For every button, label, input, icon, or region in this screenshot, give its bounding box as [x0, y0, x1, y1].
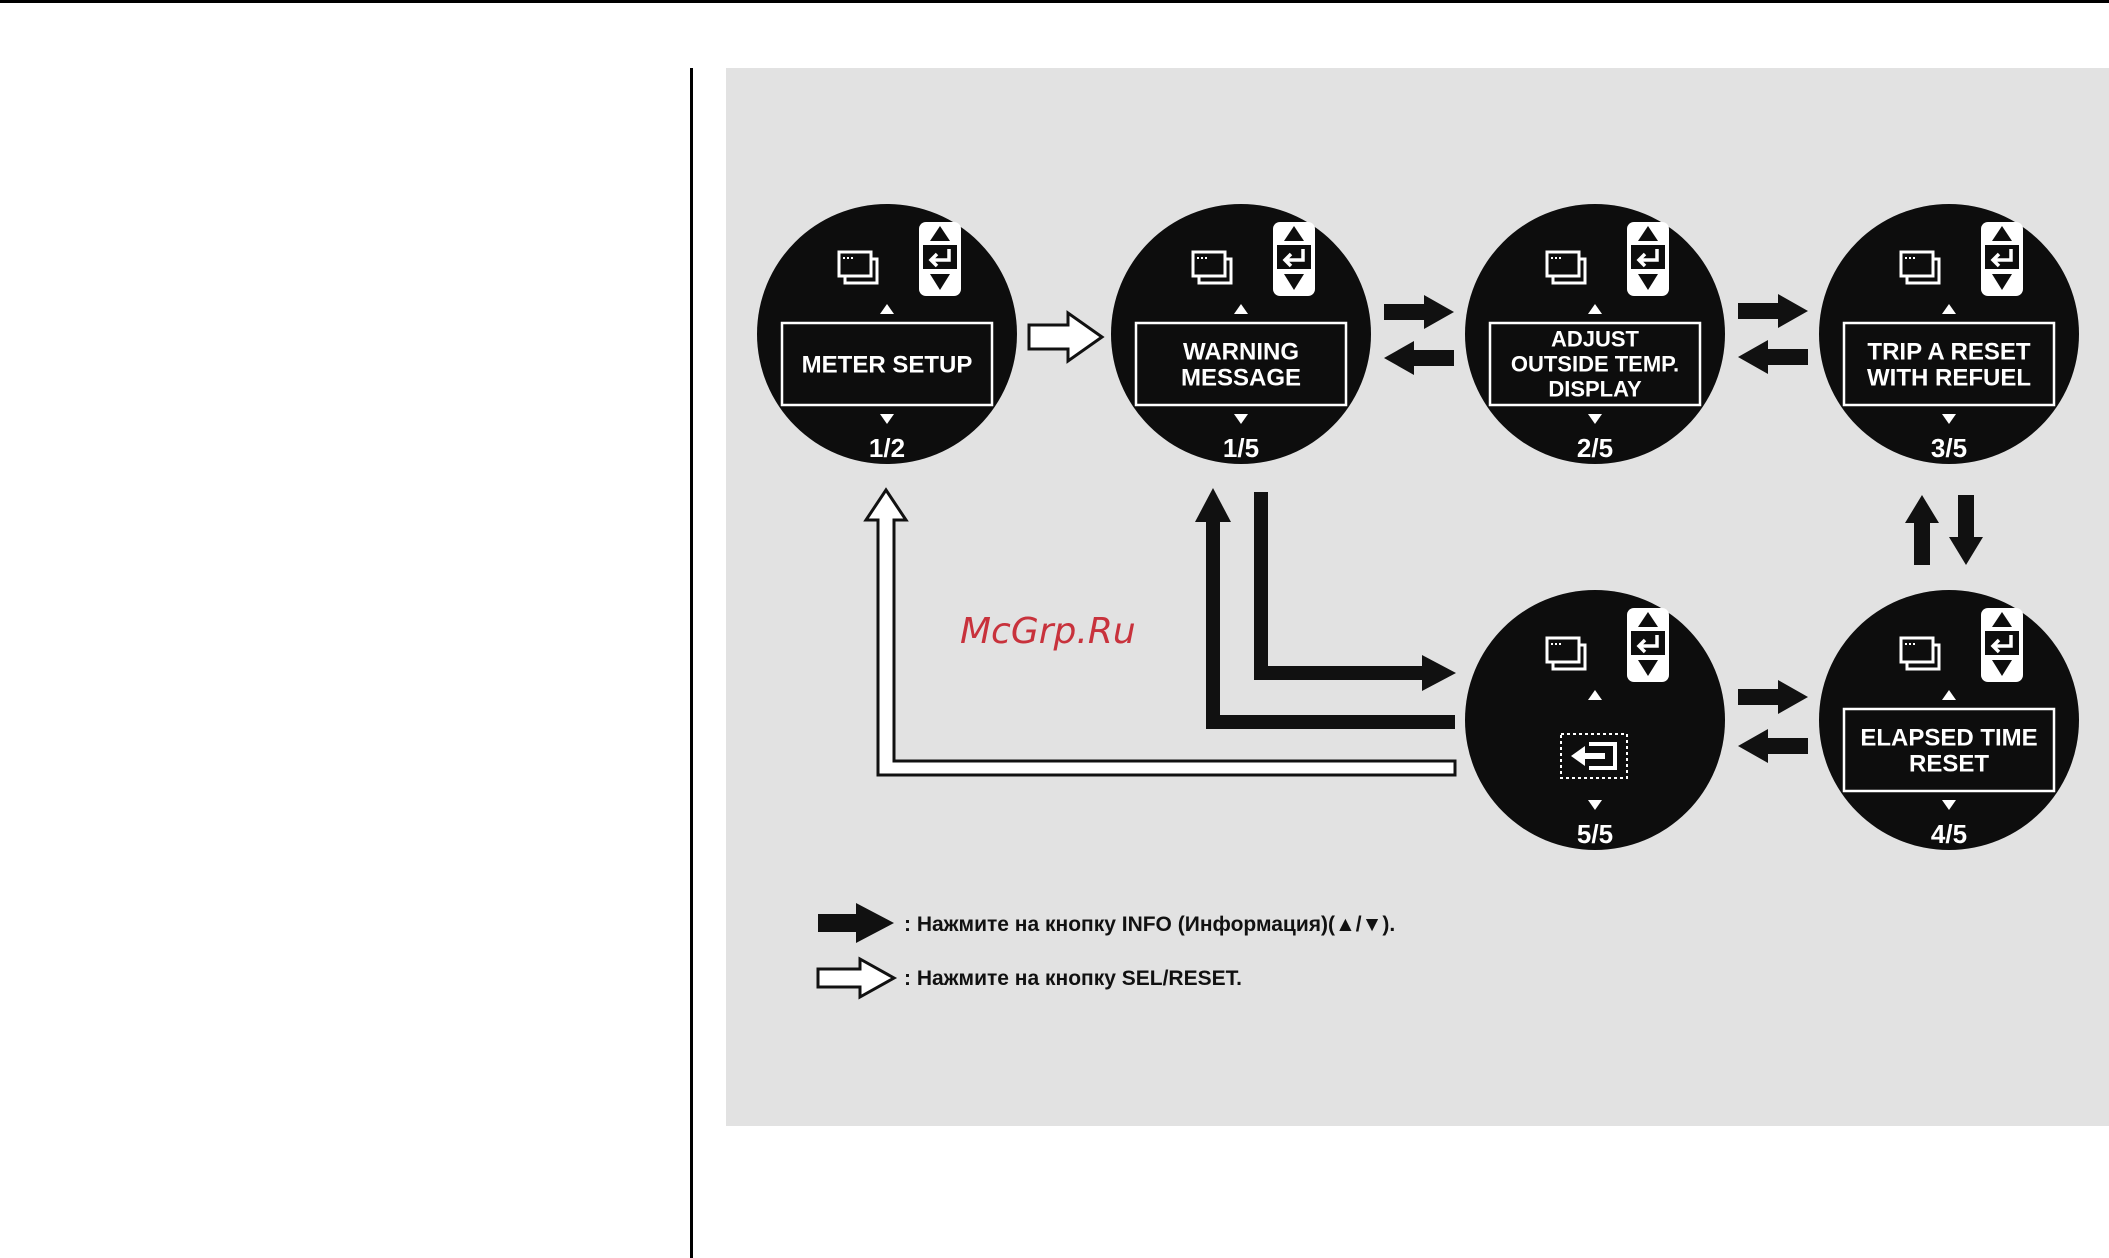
display-mode-icon — [1901, 252, 1939, 283]
screen-label-line: ELAPSED TIME — [1860, 724, 2037, 751]
display-mode-icon — [1193, 252, 1231, 283]
screen-disc — [757, 204, 1017, 464]
screen-label-line: RESET — [1909, 750, 1989, 777]
control-column — [1627, 222, 1669, 296]
flow-arrows — [866, 294, 1983, 775]
control-column — [919, 222, 961, 296]
legend-hollow-arrow — [818, 959, 894, 997]
control-column — [1273, 222, 1315, 296]
watermark: McGrp.Ru — [960, 611, 1136, 652]
display-mode-icon — [839, 252, 877, 283]
legend-solid-arrow — [818, 903, 894, 943]
screen-page-indicator: 3/5 — [1931, 433, 1967, 463]
sel-path-return — [866, 490, 1455, 775]
screen-label-line: WARNING — [1183, 338, 1299, 365]
control-column — [1981, 608, 2023, 682]
legend: : Нажмите на кнопку INFO (Информация)(▲/… — [818, 903, 1395, 997]
screen-label-line: WITH REFUEL — [1867, 364, 2031, 391]
screen-page-indicator: 2/5 — [1577, 433, 1613, 463]
screen-disc — [1819, 590, 2079, 850]
control-column — [1627, 608, 1669, 682]
info-arrow-right — [1738, 680, 1808, 714]
info-path-down — [1261, 492, 1424, 673]
screen-label-line: TRIP A RESET — [1867, 338, 2030, 365]
info-arrow-left — [1384, 341, 1454, 375]
info-arrow-left — [1738, 340, 1808, 374]
screen-page-indicator: 4/5 — [1931, 819, 1967, 849]
info-arrow-left — [1738, 729, 1808, 763]
screen-disc — [1111, 204, 1371, 464]
display-mode-icon — [1901, 638, 1939, 669]
screen-page-indicator: 1/5 — [1223, 433, 1259, 463]
display-mode-icon — [1547, 638, 1585, 669]
info-arrow-down — [1949, 495, 1983, 565]
screen-exit: 5/5 — [1465, 590, 1725, 850]
screen-label-line: ADJUST — [1551, 327, 1640, 352]
screen-disc — [1819, 204, 2079, 464]
screen-page-indicator: 5/5 — [1577, 819, 1613, 849]
display-mode-icon — [1547, 252, 1585, 283]
info-arrow-up — [1905, 495, 1939, 565]
control-column — [1981, 222, 2023, 296]
legend-info-text: : Нажмите на кнопку INFO (Информация)(▲/… — [904, 913, 1395, 936]
sel-arrow-right — [1029, 313, 1102, 361]
info-path-up — [1213, 520, 1455, 722]
screen-label-line: MESSAGE — [1181, 364, 1301, 391]
screen-meter-setup: METER SETUP 1/2 — [757, 204, 1017, 464]
legend-sel-text: : Нажмите на кнопку SEL/RESET. — [904, 967, 1242, 990]
screen-page-indicator: 1/2 — [869, 433, 905, 463]
screen-label-line: METER SETUP — [802, 351, 973, 378]
info-arrow-right — [1384, 295, 1454, 329]
info-arrow-right — [1738, 294, 1808, 328]
screen-label-line: DISPLAY — [1548, 377, 1642, 402]
screen-disc — [1465, 590, 1725, 850]
screen-label-line: OUTSIDE TEMP. — [1511, 352, 1679, 377]
